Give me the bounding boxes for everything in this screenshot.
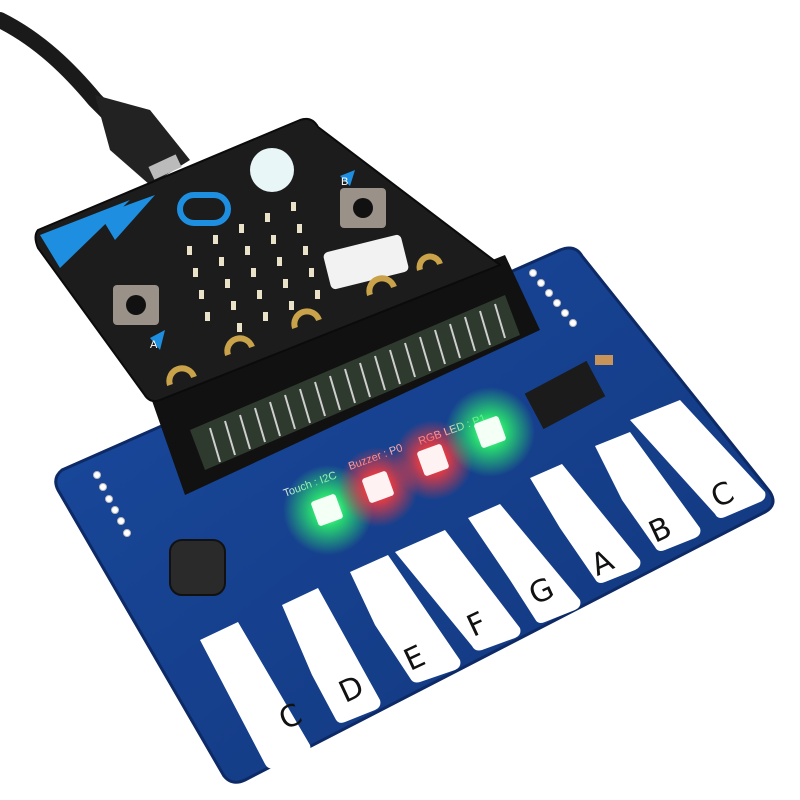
led-2 bbox=[362, 471, 394, 503]
rgb-leds bbox=[283, 387, 535, 555]
led-1 bbox=[311, 494, 343, 526]
right-header-holes bbox=[529, 269, 577, 327]
microbit: A B bbox=[34, 117, 503, 403]
led-3 bbox=[417, 444, 449, 476]
button-b[interactable] bbox=[340, 188, 386, 228]
buzzer bbox=[169, 539, 226, 596]
led-4 bbox=[474, 416, 506, 448]
usb-cable bbox=[0, 12, 190, 185]
button-a[interactable] bbox=[113, 285, 159, 325]
edge-pins bbox=[166, 253, 443, 386]
button-b-label: B bbox=[341, 176, 348, 188]
touch-ic-chip bbox=[524, 360, 606, 430]
white-key-g[interactable]: G bbox=[468, 504, 581, 623]
compass-sensor bbox=[250, 148, 294, 192]
piano-keys: C D E F G A B C bbox=[200, 400, 766, 769]
microbit-blue-triangles bbox=[40, 195, 155, 268]
white-key-d[interactable]: D bbox=[282, 588, 381, 723]
white-key-e[interactable]: E bbox=[350, 555, 461, 683]
usb-connector-metal bbox=[148, 154, 182, 180]
smd-capacitor bbox=[595, 355, 613, 365]
left-header-holes bbox=[93, 471, 131, 537]
led-matrix bbox=[187, 202, 320, 332]
white-key-f[interactable]: F bbox=[395, 530, 521, 651]
white-key-c-high[interactable]: C bbox=[630, 400, 766, 518]
button-a-label: A bbox=[150, 339, 158, 351]
microbit-logo bbox=[177, 192, 231, 226]
serial-sticker bbox=[323, 234, 409, 290]
white-key-c-low[interactable]: C bbox=[200, 622, 311, 769]
edge-connector bbox=[150, 255, 540, 495]
